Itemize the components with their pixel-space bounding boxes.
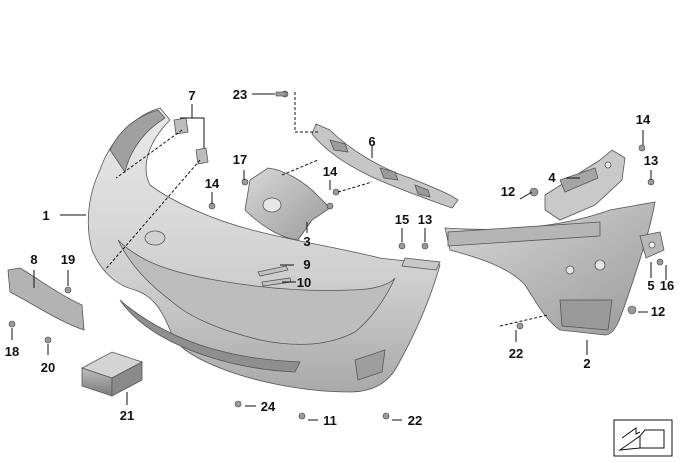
callout-22-right: 22 <box>509 346 523 361</box>
callout-20: 20 <box>41 360 55 375</box>
callout-24: 24 <box>261 399 276 414</box>
callout-18: 18 <box>5 344 19 359</box>
strips-part-9-10 <box>257 265 292 287</box>
bracket-part-5 <box>639 231 665 259</box>
callout-6: 6 <box>368 134 375 149</box>
callout-17: 17 <box>233 152 247 167</box>
front-bumper-cover <box>87 107 441 393</box>
air-guide-part-3 <box>244 167 331 241</box>
callout-14-left: 14 <box>205 176 220 191</box>
callout-12-lower: 12 <box>651 304 665 319</box>
callout-9: 9 <box>303 257 310 272</box>
callout-23: 23 <box>233 87 247 102</box>
callout-13-right: 13 <box>644 153 658 168</box>
orientation-arrow-icon <box>613 419 673 457</box>
callout-21: 21 <box>120 408 134 423</box>
callout-15: 15 <box>395 212 409 227</box>
callout-2: 2 <box>583 356 590 371</box>
callout-8: 8 <box>30 252 37 267</box>
side-bracket-part-2 <box>444 201 656 336</box>
callout-4: 4 <box>548 170 556 185</box>
holder-part-4 <box>544 149 626 221</box>
callout-14-center: 14 <box>323 164 338 179</box>
box-part-21 <box>80 351 144 397</box>
callout-14-right: 14 <box>636 112 651 127</box>
callout-12-upper: 12 <box>501 184 515 199</box>
callout-11: 11 <box>323 413 337 428</box>
callout-labels: 1 2 3 4 5 6 7 8 9 10 11 12 12 13 13 14 1… <box>5 87 674 428</box>
callout-7: 7 <box>188 88 195 103</box>
leader-lines <box>11 92 667 421</box>
callout-1: 1 <box>42 208 49 223</box>
callout-5: 5 <box>647 278 654 293</box>
callout-3: 3 <box>303 234 310 249</box>
callout-19: 19 <box>61 252 75 267</box>
fasteners <box>8 90 664 420</box>
plate-carrier-part-8 <box>7 267 85 331</box>
callout-13-center: 13 <box>418 212 432 227</box>
callout-10: 10 <box>297 275 311 290</box>
carrier-part-6 <box>311 123 459 209</box>
clips-part-7 <box>173 117 209 165</box>
callout-16: 16 <box>660 278 674 293</box>
callout-22-bottom: 22 <box>408 413 422 428</box>
